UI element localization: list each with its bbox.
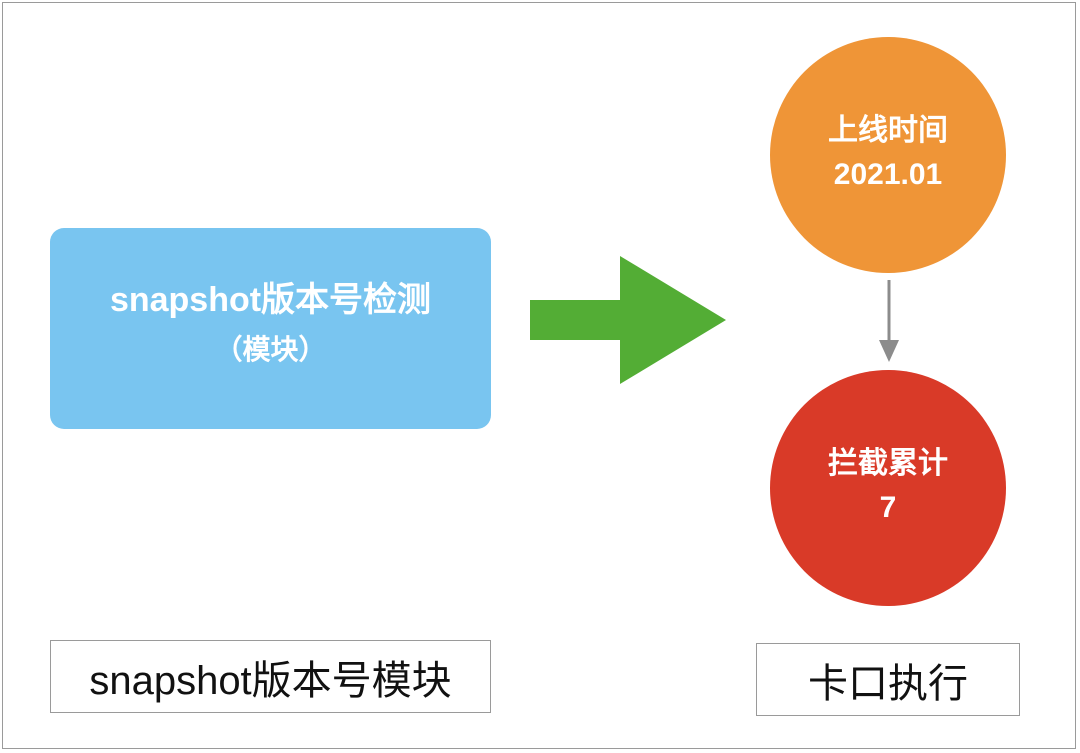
module-caption: snapshot版本号模块	[50, 640, 491, 713]
launch-time-value: 2021.01	[833, 158, 943, 191]
module-box-subtitle: （模块）	[214, 333, 327, 365]
flow-arrow-shape	[530, 256, 726, 384]
launch-time-label: 上线时间	[828, 114, 948, 147]
flow-arrow-icon	[530, 256, 726, 384]
launch-time-circle: 上线时间 2021.01	[770, 37, 1006, 273]
checkpoint-caption-text: 卡口执行	[808, 661, 968, 706]
snapshot-module-box: snapshot版本号检测 （模块）	[50, 228, 491, 429]
connector-arrowhead	[879, 340, 899, 362]
checkpoint-caption: 卡口执行	[756, 643, 1020, 716]
module-caption-text: snapshot版本号模块	[89, 658, 452, 703]
blocked-count-value: 7	[879, 491, 897, 524]
down-arrow-icon	[879, 280, 899, 362]
blocked-count-circle: 拦截累计 7	[770, 370, 1006, 606]
blocked-count-label: 拦截累计	[828, 447, 948, 480]
module-box-title: snapshot版本号检测	[109, 280, 432, 319]
